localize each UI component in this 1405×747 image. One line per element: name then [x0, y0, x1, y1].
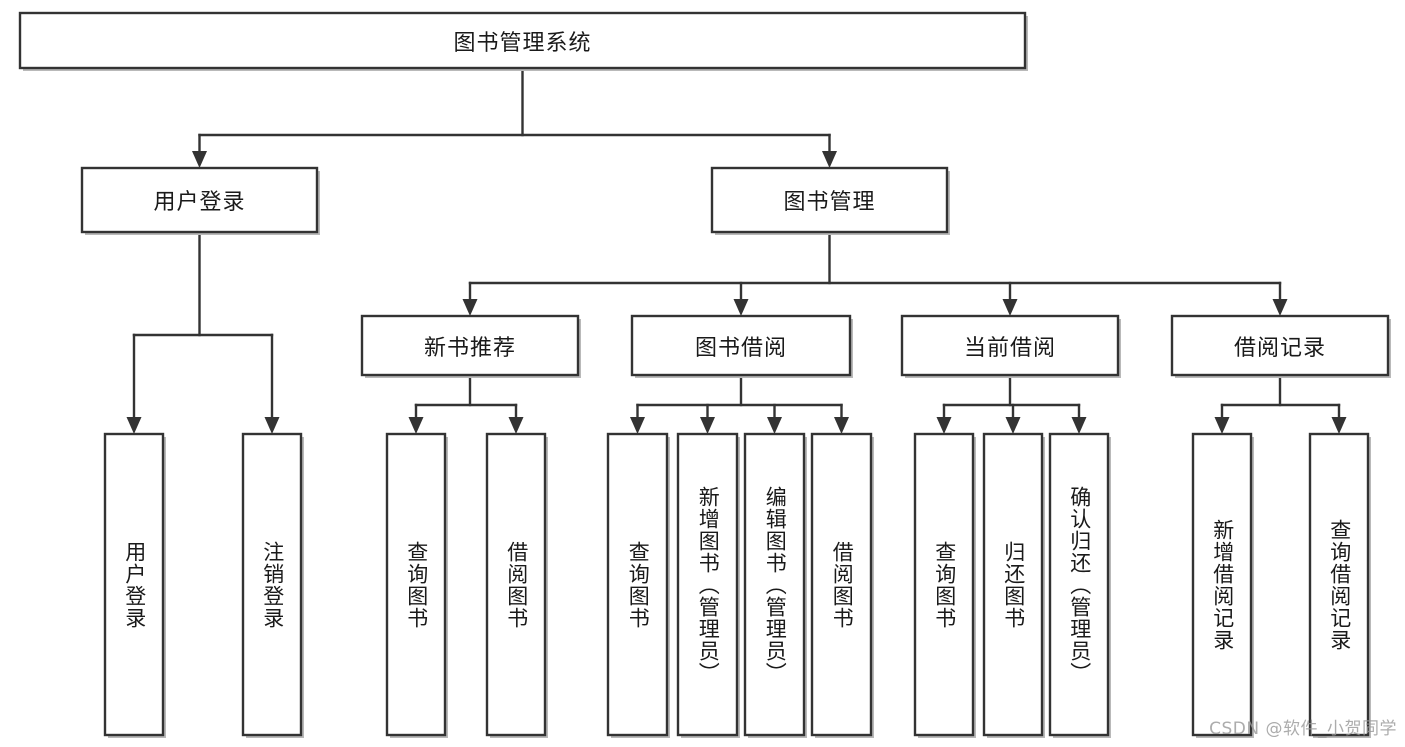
node-box-borrow-record[interactable] — [1170, 314, 1390, 377]
arrow-head-icon — [508, 417, 524, 434]
arrow-head-icon — [822, 151, 837, 168]
arrow-head-icon — [1071, 417, 1087, 434]
arrow-head-icon — [1331, 417, 1347, 434]
arrow-head-icon — [462, 299, 478, 316]
arrow-head-icon — [1272, 299, 1288, 316]
node-box-leaf-query-book-c[interactable] — [913, 432, 975, 737]
arrow-head-icon — [408, 417, 424, 434]
arrow-head-icon — [733, 299, 749, 316]
node-box-current-borrow[interactable] — [900, 314, 1120, 377]
node-box-leaf-borrow-book-rec[interactable] — [485, 432, 547, 737]
node-box-user-login[interactable] — [80, 166, 319, 234]
boxes-layer — [18, 11, 1391, 738]
node-box-leaf-return-book[interactable] — [982, 432, 1044, 737]
arrow-head-icon — [1005, 417, 1021, 434]
arrow-head-icon — [126, 417, 142, 434]
arrow-head-icon — [192, 151, 207, 168]
node-box-leaf-query-record[interactable] — [1308, 432, 1370, 737]
arrow-head-icon — [630, 417, 645, 434]
node-box-leaf-logout[interactable] — [241, 432, 303, 737]
watermark-text: CSDN @软件_小贺同学 — [1209, 719, 1397, 739]
arrow-head-icon — [767, 417, 782, 434]
node-box-leaf-query-book-rec[interactable] — [385, 432, 447, 737]
edges-layer — [126, 66, 1347, 434]
node-box-leaf-add-book[interactable] — [676, 432, 739, 737]
node-box-leaf-edit-book[interactable] — [743, 432, 806, 737]
node-box-leaf-borrow-book-b[interactable] — [810, 432, 873, 737]
node-box-leaf-confirm-return[interactable] — [1048, 432, 1110, 737]
node-box-book-manage[interactable] — [710, 166, 949, 234]
arrow-head-icon — [1002, 299, 1018, 316]
node-box-leaf-query-book-b[interactable] — [606, 432, 669, 737]
arrow-head-icon — [936, 417, 952, 434]
node-box-leaf-add-record[interactable] — [1191, 432, 1253, 737]
arrow-head-icon — [264, 417, 280, 434]
node-box-new-book-rec[interactable] — [360, 314, 580, 377]
arrow-head-icon — [1214, 417, 1230, 434]
node-box-root[interactable] — [18, 11, 1027, 70]
arrow-head-icon — [700, 417, 715, 434]
node-box-book-borrow[interactable] — [630, 314, 852, 377]
node-box-leaf-user-login[interactable] — [103, 432, 165, 737]
arrow-head-icon — [834, 417, 849, 434]
